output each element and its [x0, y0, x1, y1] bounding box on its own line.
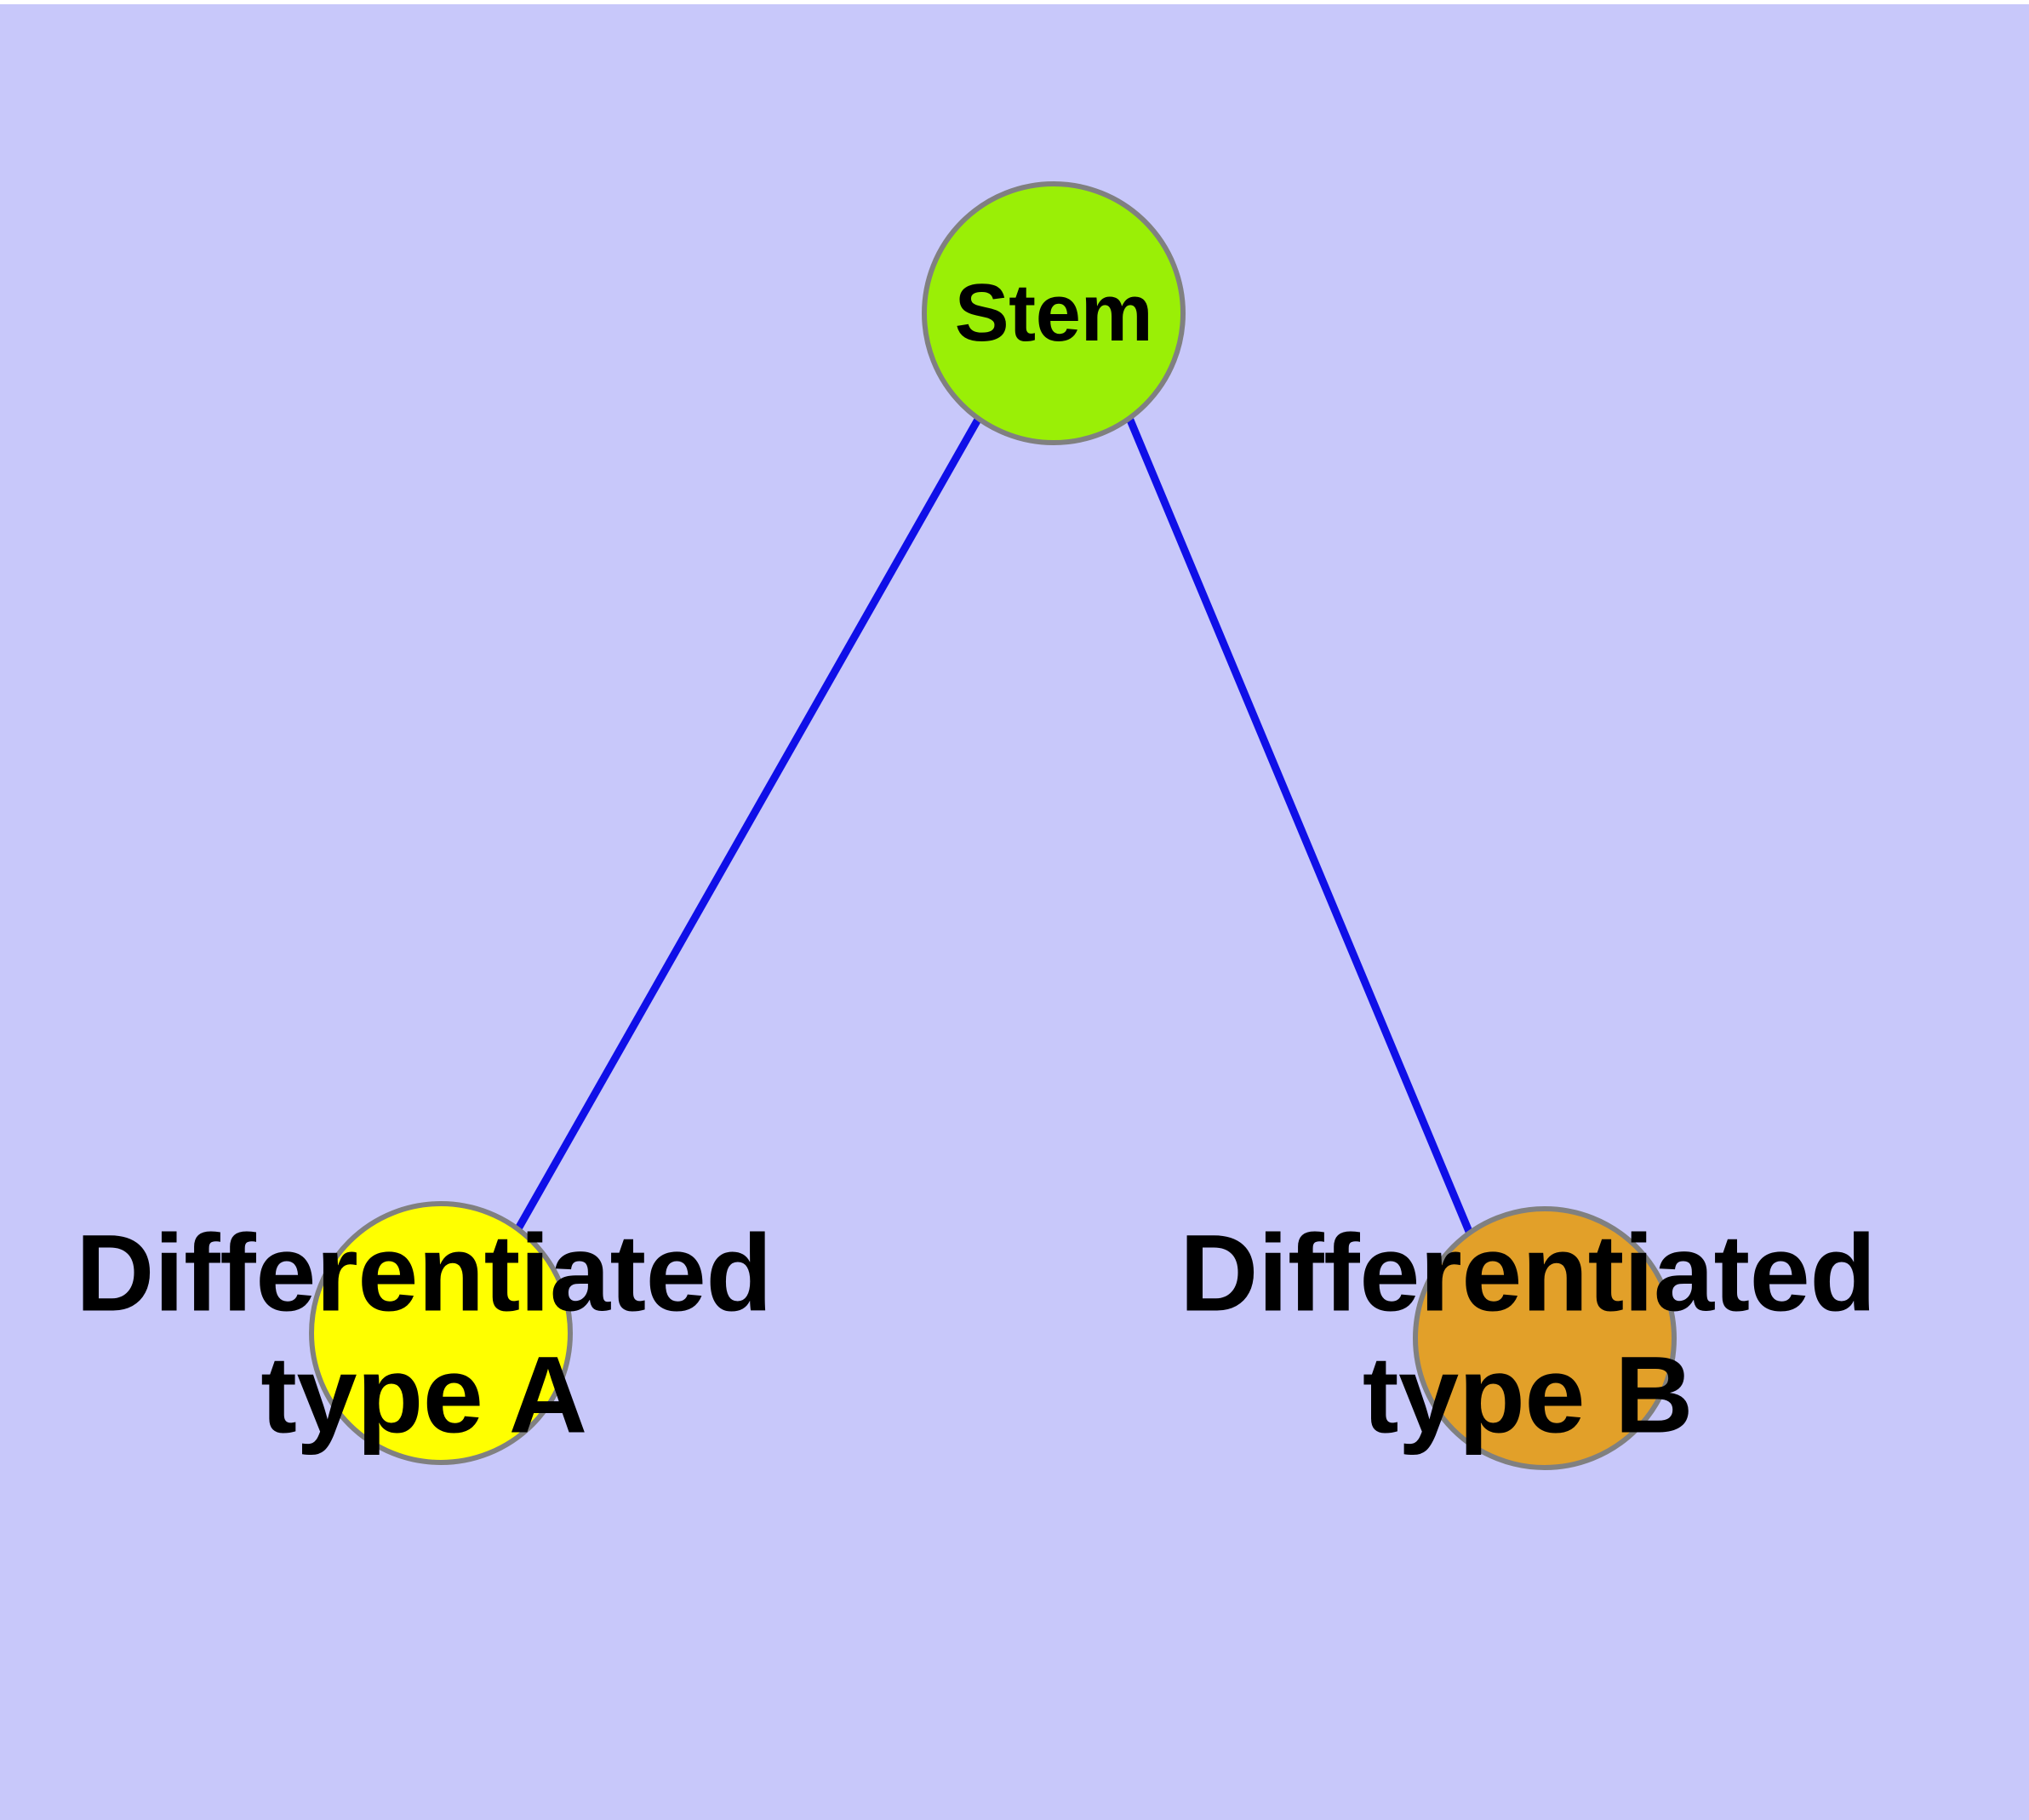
edges-layer: [514, 415, 1474, 1235]
graph-node-stem[interactable]: [922, 181, 1186, 445]
graph-edge-stem-to-a[interactable]: [514, 415, 982, 1233]
nodes-layer: [309, 181, 1677, 1470]
graph-node-diff_b[interactable]: [1413, 1206, 1677, 1470]
graph-edge-stem-to-b[interactable]: [1125, 416, 1474, 1235]
graph-node-diff_a[interactable]: [309, 1201, 573, 1465]
